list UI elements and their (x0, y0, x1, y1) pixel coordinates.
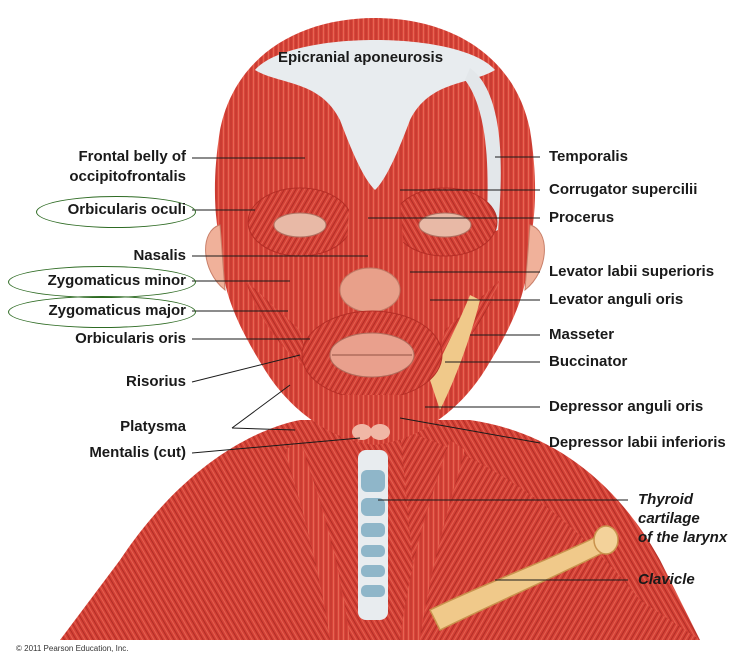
leader-platysma-a (232, 385, 290, 428)
label-zygomaticus-major: Zygomaticus major (48, 302, 186, 320)
label-buccinator: Buccinator (549, 353, 627, 371)
label-temporalis: Temporalis (549, 148, 628, 166)
label-frontal-belly-line1: Frontal belly of (78, 148, 186, 166)
label-zygomaticus-minor: Zygomaticus minor (48, 272, 186, 290)
label-orbicularis-oculi: Orbicularis oculi (68, 201, 186, 219)
label-orbicularis-oris: Orbicularis oris (75, 330, 186, 348)
label-risorius: Risorius (126, 373, 186, 391)
label-nasalis: Nasalis (133, 247, 186, 265)
label-platysma: Platysma (120, 418, 186, 436)
label-depressor-labii-inferioris: Depressor labii inferioris (549, 434, 726, 452)
label-depressor-anguli-oris: Depressor anguli oris (549, 398, 703, 416)
label-corrugator-supercilii: Corrugator supercilii (549, 181, 697, 199)
label-clavicle: Clavicle (638, 571, 695, 589)
label-thyroid-line1: Thyroid (638, 491, 693, 509)
label-mentalis: Mentalis (cut) (89, 444, 186, 462)
label-levator-anguli-oris: Levator anguli oris (549, 291, 683, 309)
label-thyroid-line3: of the larynx (638, 529, 727, 547)
epicranial-aponeurosis-label: Epicranial aponeurosis (278, 49, 443, 66)
label-masseter: Masseter (549, 326, 614, 344)
label-frontal-belly-line2: occipitofrontalis (69, 168, 186, 186)
label-thyroid-line2: cartilage (638, 510, 700, 528)
copyright-notice: © 2011 Pearson Education, Inc. (16, 644, 128, 653)
label-levator-labii-superioris: Levator labii superioris (549, 263, 714, 281)
label-procerus: Procerus (549, 209, 614, 227)
nose-tip (340, 268, 400, 312)
